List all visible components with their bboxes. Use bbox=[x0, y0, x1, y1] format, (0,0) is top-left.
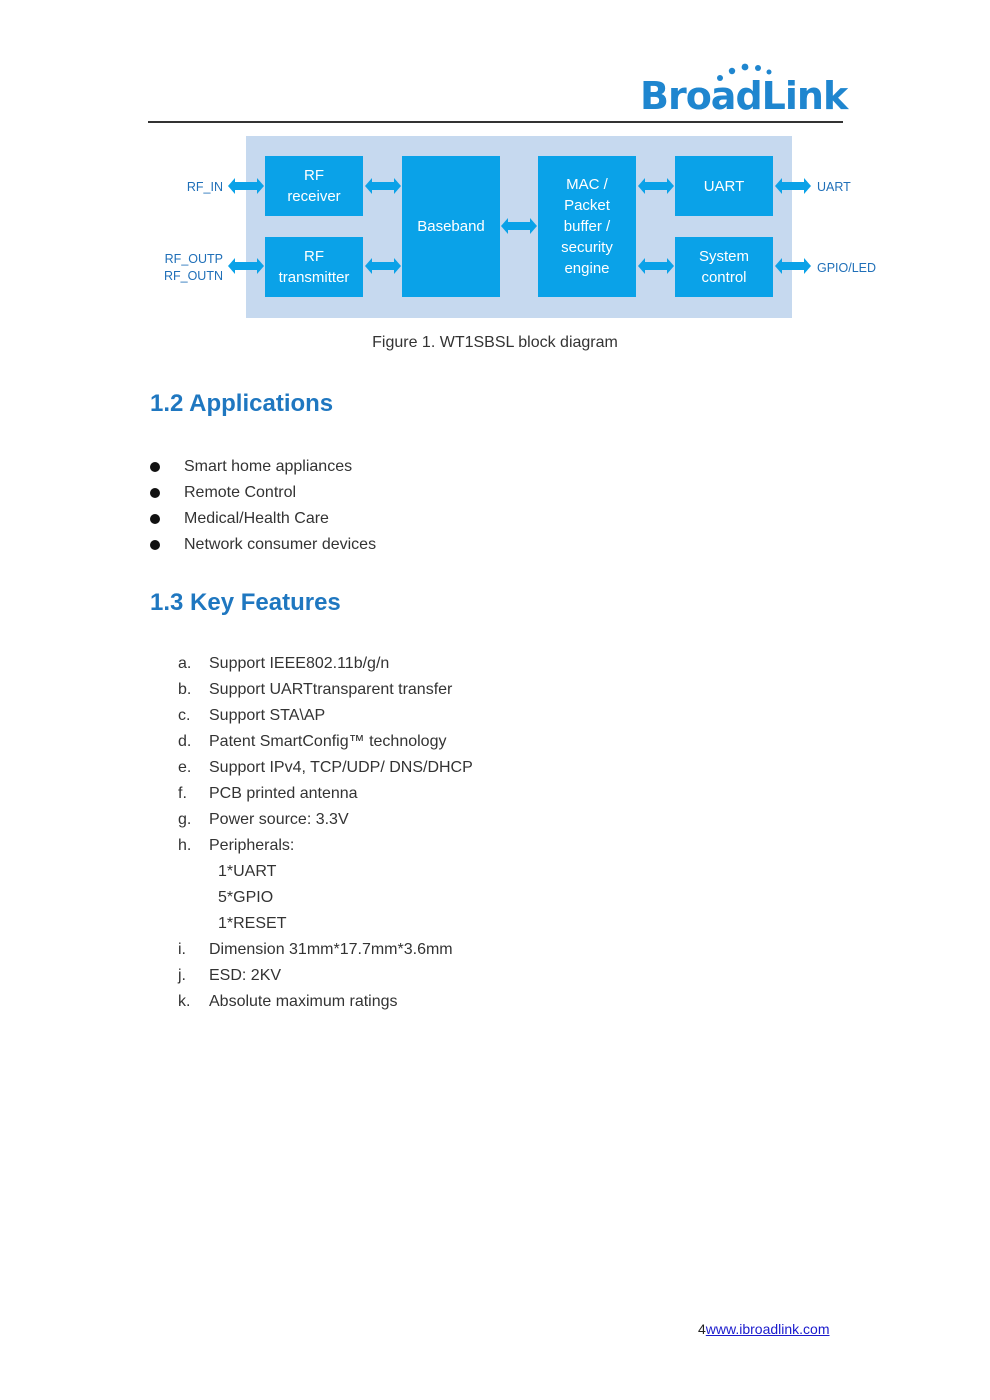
list-item: Network consumer devices bbox=[150, 532, 376, 558]
signal-rf-in: RF_IN bbox=[186, 180, 223, 194]
page-number: 4 bbox=[698, 1321, 706, 1337]
list-item: Medical/Health Care bbox=[150, 506, 376, 532]
key-features-list: a.Support IEEE802.11b/g/n b.Support UART… bbox=[178, 651, 473, 1015]
list-item: d.Patent SmartConfig™ technology bbox=[178, 733, 447, 750]
rf-transmitter-label: RF transmitter bbox=[278, 248, 350, 286]
uart-block: UART bbox=[675, 156, 773, 216]
baseband-block: Baseband bbox=[402, 156, 500, 297]
peripheral-item: 1*UART bbox=[218, 863, 277, 880]
list-item: e.Support IPv4, TCP/UDP/ DNS/DHCP bbox=[178, 759, 473, 776]
list-item: k.Absolute maximum ratings bbox=[178, 993, 398, 1010]
applications-list: Smart home appliances Remote Control Med… bbox=[150, 454, 376, 558]
list-item: Smart home appliances bbox=[150, 454, 376, 480]
peripheral-item: 1*RESET bbox=[218, 915, 287, 932]
list-item: f.PCB printed antenna bbox=[178, 785, 358, 802]
list-item: Remote Control bbox=[150, 480, 376, 506]
list-item: g.Power source: 3.3V bbox=[178, 811, 349, 828]
baseband-label: Baseband bbox=[417, 218, 485, 235]
list-item: i.Dimension 31mm*17.7mm*3.6mm bbox=[178, 941, 453, 958]
rf-receiver-block: RF receiver bbox=[265, 156, 363, 216]
signal-rf-outn: RF_OUTN bbox=[163, 269, 223, 283]
list-item: b.Support UARTtransparent transfer bbox=[178, 681, 453, 698]
page-footer: 4www.ibroadlink.com bbox=[698, 1321, 830, 1337]
figure-caption: Figure 1. WT1SBSL block diagram bbox=[372, 334, 618, 351]
mac-label: MAC / Packet buffer / security engine bbox=[561, 176, 613, 277]
system-control-label: System control bbox=[698, 248, 749, 286]
mac-block: MAC / Packet buffer / security engine bbox=[538, 156, 636, 297]
list-item: a.Support IEEE802.11b/g/n bbox=[178, 655, 390, 672]
rf-transmitter-block: RF transmitter bbox=[265, 237, 363, 297]
key-features-heading: 1.3 Key Features bbox=[150, 589, 341, 616]
bullet-icon bbox=[150, 488, 160, 498]
rf-receiver-label: RF receiver bbox=[287, 167, 341, 205]
bullet-icon bbox=[150, 514, 160, 524]
logo-dots-icon bbox=[717, 63, 772, 81]
applications-heading: 1.2 Applications bbox=[150, 390, 334, 417]
broadlink-logo: BroadLink bbox=[640, 60, 848, 120]
uart-block-label: UART bbox=[703, 177, 745, 195]
list-item: j.ESD: 2KV bbox=[178, 967, 282, 984]
signal-uart: UART bbox=[817, 180, 851, 194]
logo-text: BroadLink bbox=[640, 74, 848, 118]
bullet-icon bbox=[150, 462, 160, 472]
list-item: c.Support STA\AP bbox=[178, 707, 326, 724]
list-item: h.Peripherals: bbox=[178, 837, 295, 854]
peripheral-item: 5*GPIO bbox=[218, 889, 274, 906]
system-control-block: System control bbox=[675, 237, 773, 297]
signal-gpio-led: GPIO/LED bbox=[817, 261, 877, 275]
website-link[interactable]: www.ibroadlink.com bbox=[705, 1321, 830, 1337]
bullet-icon bbox=[150, 540, 160, 550]
header-rule bbox=[148, 121, 843, 123]
signal-rf-outp: RF_OUTP bbox=[164, 252, 223, 266]
